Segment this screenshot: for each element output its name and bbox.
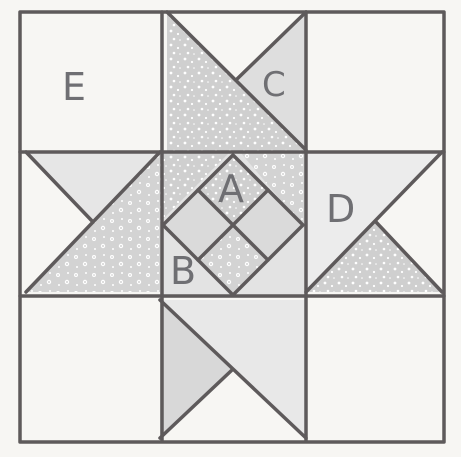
label-d: D	[326, 187, 355, 231]
label-a: A	[218, 167, 244, 211]
label-c: C	[262, 65, 286, 105]
label-b: B	[170, 249, 196, 293]
label-e: E	[62, 65, 86, 109]
